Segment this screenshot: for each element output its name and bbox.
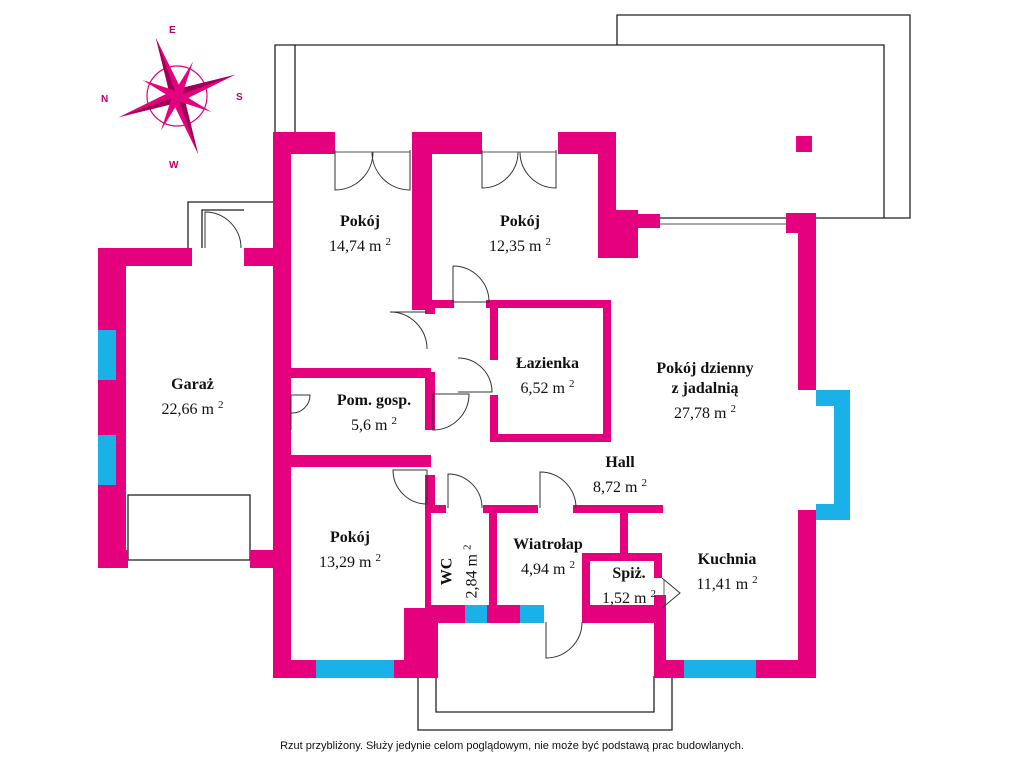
unit-superscript: 2 [569,559,575,571]
compass-letter-s: S [236,92,243,103]
room-label-vestibule: Wiatrołap 4,94 m 2 [496,535,600,580]
room-area: 1,52 m [602,590,647,607]
room-area: 4,94 m [521,561,566,578]
room-label-hall: Hall 8,72 m 2 [570,453,670,498]
room-name-line-2: z jadalnią [671,380,739,397]
room-label-kitchen: Kuchnia 11,41 m 2 [672,550,782,595]
room-area: 14,74 m [329,238,382,255]
room-area: 5,6 m [351,417,388,434]
windows [98,330,850,678]
room-name: WC [438,557,456,586]
room-name: Pokój [340,213,380,230]
room-label-bedroom-2: Pokój 12,35 m 2 [460,212,580,257]
room-area: 6,52 m [520,380,565,397]
room-label-pantry: Spiż. 1,52 m 2 [588,564,670,609]
room-name: Wiatrołap [513,536,583,553]
entrance-porch-outline [417,676,673,731]
room-area: 2,84 m [463,554,481,599]
room-label-bathroom: Łazienka 6,52 m 2 [495,354,600,399]
disclaimer-text: Rzut przybliżony. Służy jedynie celom po… [280,740,744,752]
garage-door-outline [127,494,251,561]
unit-superscript: 2 [461,544,474,551]
room-name: Kuchnia [697,551,757,568]
room-name: Pokój dzienny [656,360,754,377]
compass-letter-n: N [101,94,109,105]
room-area: 22,66 m [161,401,214,418]
unit-superscript: 2 [650,588,656,600]
room-name: Garaż [171,376,214,393]
room-name: Pokój [500,213,540,230]
unit-superscript: 2 [545,236,551,248]
room-label-bedroom-1: Pokój 14,74 m 2 [300,212,420,257]
unit-superscript: 2 [391,415,397,427]
unit-superscript: 2 [641,477,647,489]
room-label-utility: Pom. gosp. 5,6 m 2 [315,391,433,436]
walls [98,132,816,678]
room-label-garage: Garaż 22,66 m 2 [130,375,255,420]
room-area: 13,29 m [319,554,372,571]
room-label-bedroom-3: Pokój 13,29 m 2 [290,528,410,573]
compass-letter-e: E [169,25,176,36]
unit-superscript: 2 [385,236,391,248]
unit-superscript: 2 [730,403,736,415]
unit-superscript: 2 [752,574,758,586]
room-name: Łazienka [515,355,580,372]
compass-letter-w: W [169,160,179,171]
room-name: Hall [605,454,635,471]
doors [204,150,681,659]
garage-side-outline [187,201,275,248]
unit-superscript: 2 [568,378,575,390]
unit-superscript: 2 [217,399,224,411]
room-label-wc: WC 2,84 m 2 [438,522,483,622]
room-area: 27,78 m [674,405,727,422]
unit-superscript: 2 [375,552,381,564]
room-area: 11,41 m [696,576,749,593]
room-name: Pokój [330,529,370,546]
room-name: Spiż. [612,565,646,582]
room-name: Pom. gosp. [336,392,412,409]
room-label-living-dining: Pokój dzienny z jadalnią 27,78 m 2 [625,359,785,424]
room-area: 12,35 m [489,238,542,255]
compass-rose-icon [118,37,236,155]
terrace-outline [274,14,911,225]
room-area: 8,72 m [593,479,638,496]
